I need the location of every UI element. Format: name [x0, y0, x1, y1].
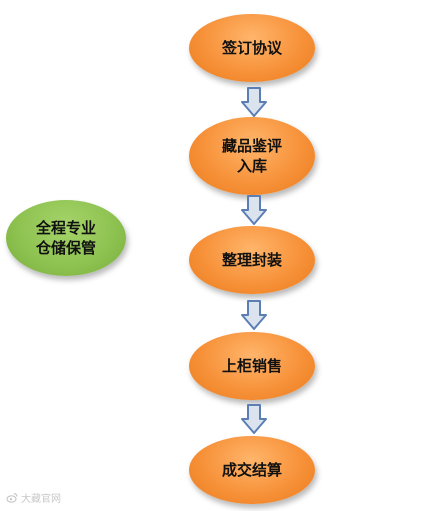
- weibo-icon: [6, 492, 18, 503]
- step-sign-agreement: 签订协议: [189, 14, 315, 82]
- watermark: 大藏官网: [6, 490, 61, 505]
- step-appraise-storage-label: 藏品鉴评 入库: [221, 136, 282, 175]
- side-node-storage: 全程专业 仓储保管: [6, 200, 126, 276]
- step-shelve-sell-label: 上柜销售: [221, 356, 282, 375]
- step-settle-transaction-label: 成交结算: [221, 460, 282, 479]
- watermark-text: 大藏官网: [21, 494, 61, 505]
- step-sort-package: 整理封装: [189, 226, 315, 294]
- step-sign-agreement-label: 签订协议: [221, 38, 282, 57]
- step-appraise-storage: 藏品鉴评 入库: [189, 117, 315, 195]
- down-arrow-icon: [241, 195, 267, 225]
- down-arrow-icon: [241, 404, 267, 434]
- step-shelve-sell: 上柜销售: [189, 332, 315, 400]
- down-arrow-icon: [241, 87, 267, 117]
- down-arrow-icon: [241, 300, 267, 330]
- side-node-storage-label: 全程专业 仓储保管: [35, 218, 96, 257]
- step-sort-package-label: 整理封装: [221, 250, 282, 269]
- step-settle-transaction: 成交结算: [189, 436, 315, 504]
